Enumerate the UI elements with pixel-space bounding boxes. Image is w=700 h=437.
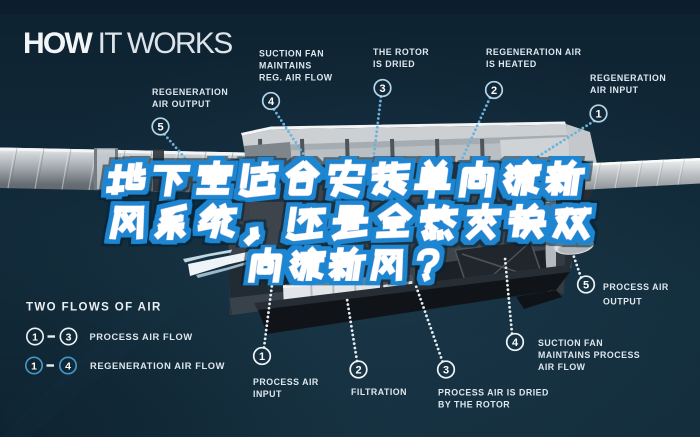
svg-text:3: 3 bbox=[443, 365, 449, 377]
svg-text:SUCTION FAN: SUCTION FAN bbox=[259, 48, 324, 58]
svg-text:PROCESS AIR IS DRIED: PROCESS AIR IS DRIED bbox=[438, 387, 549, 397]
svg-text:AIR OUTPUT: AIR OUTPUT bbox=[152, 99, 211, 109]
svg-text:1: 1 bbox=[259, 351, 265, 363]
svg-text:PROCESS AIR: PROCESS AIR bbox=[603, 282, 669, 292]
svg-text:HOW IT WORKS: HOW IT WORKS bbox=[23, 27, 232, 60]
svg-text:OUTPUT: OUTPUT bbox=[603, 296, 642, 306]
svg-text:1: 1 bbox=[31, 360, 37, 372]
svg-text:AIR FLOW: AIR FLOW bbox=[538, 362, 586, 372]
svg-text:BY THE ROTOR: BY THE ROTOR bbox=[438, 399, 510, 409]
svg-text:4: 4 bbox=[268, 96, 275, 108]
svg-text:REGENERATION: REGENERATION bbox=[152, 87, 228, 97]
svg-text:SUCTION FAN: SUCTION FAN bbox=[538, 338, 603, 348]
svg-text:MAINTAINS: MAINTAINS bbox=[259, 60, 312, 70]
svg-text:REG. AIR FLOW: REG. AIR FLOW bbox=[259, 72, 333, 82]
svg-text:THE ROTOR: THE ROTOR bbox=[373, 47, 429, 57]
svg-text:IS HEATED: IS HEATED bbox=[486, 59, 537, 69]
svg-text:MAINTAINS PROCESS: MAINTAINS PROCESS bbox=[538, 350, 640, 360]
svg-text:1: 1 bbox=[32, 331, 38, 343]
svg-text:REGENERATION AIR: REGENERATION AIR bbox=[486, 47, 582, 57]
svg-text:3: 3 bbox=[379, 83, 385, 95]
svg-text:4: 4 bbox=[512, 337, 519, 349]
svg-text:REGENERATION: REGENERATION bbox=[590, 73, 666, 83]
svg-text:4: 4 bbox=[65, 360, 71, 372]
svg-text:AIR INPUT: AIR INPUT bbox=[590, 85, 639, 95]
svg-text:5: 5 bbox=[157, 122, 163, 134]
svg-text:TWO FLOWS OF AIR: TWO FLOWS OF AIR bbox=[26, 302, 162, 314]
svg-text:FILTRATION: FILTRATION bbox=[351, 387, 407, 397]
svg-text:2: 2 bbox=[491, 85, 497, 97]
svg-text:1: 1 bbox=[595, 109, 601, 121]
svg-text:PROCESS AIR: PROCESS AIR bbox=[253, 377, 319, 387]
svg-text:3: 3 bbox=[66, 331, 72, 343]
svg-text:PROCESS AIR FLOW: PROCESS AIR FLOW bbox=[90, 332, 193, 342]
svg-text:IS DRIED: IS DRIED bbox=[373, 59, 415, 69]
svg-text:INPUT: INPUT bbox=[253, 389, 282, 399]
svg-text:REGENERATION AIR FLOW: REGENERATION AIR FLOW bbox=[90, 361, 225, 371]
svg-text:2: 2 bbox=[355, 365, 361, 377]
svg-text:5: 5 bbox=[583, 280, 589, 292]
